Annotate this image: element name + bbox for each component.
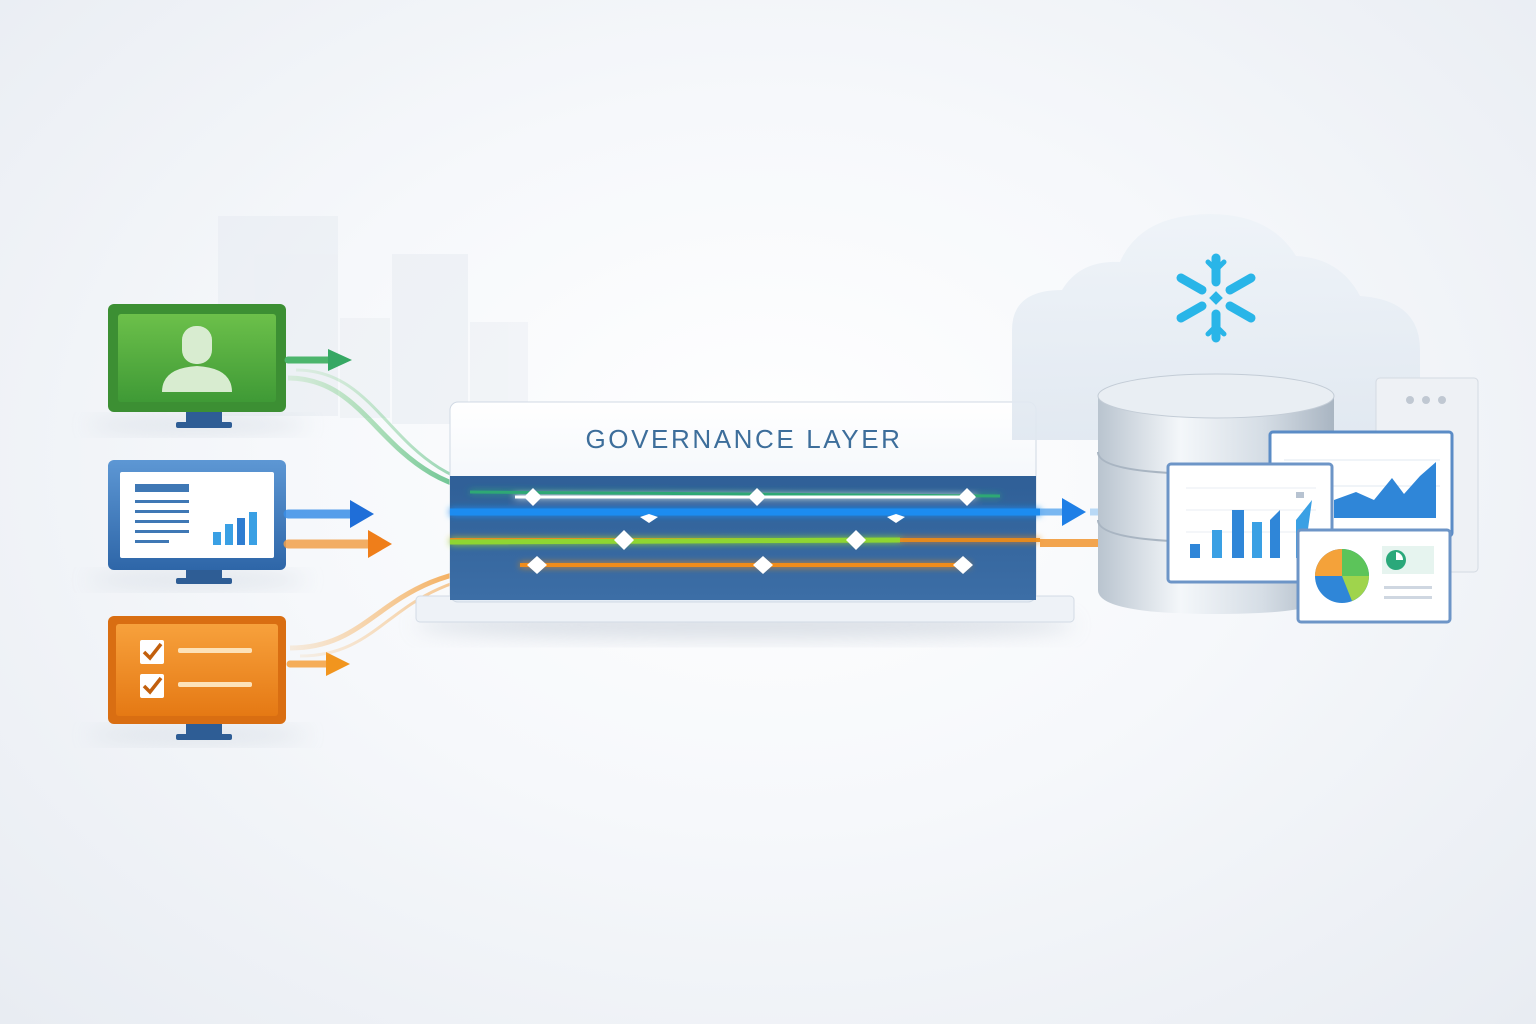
report-chart-icon (135, 484, 257, 545)
checkpoint-nodes (524, 488, 976, 574)
governance-flow-lines (449, 490, 1040, 567)
user-profile-source (88, 304, 308, 433)
checklist-icon (140, 640, 252, 698)
pie-chart-panel (1296, 528, 1452, 624)
governance-layer-title: GOVERNANCE LAYER (585, 424, 903, 454)
checklist-source (88, 616, 308, 743)
blue-flow-incoming (283, 500, 374, 528)
snowflake-icon (1176, 253, 1256, 343)
bar-chart-panel (1166, 462, 1334, 584)
cloud-data-platform (1012, 214, 1420, 440)
user-icon (162, 326, 232, 392)
report-dashboard-source (88, 460, 308, 588)
